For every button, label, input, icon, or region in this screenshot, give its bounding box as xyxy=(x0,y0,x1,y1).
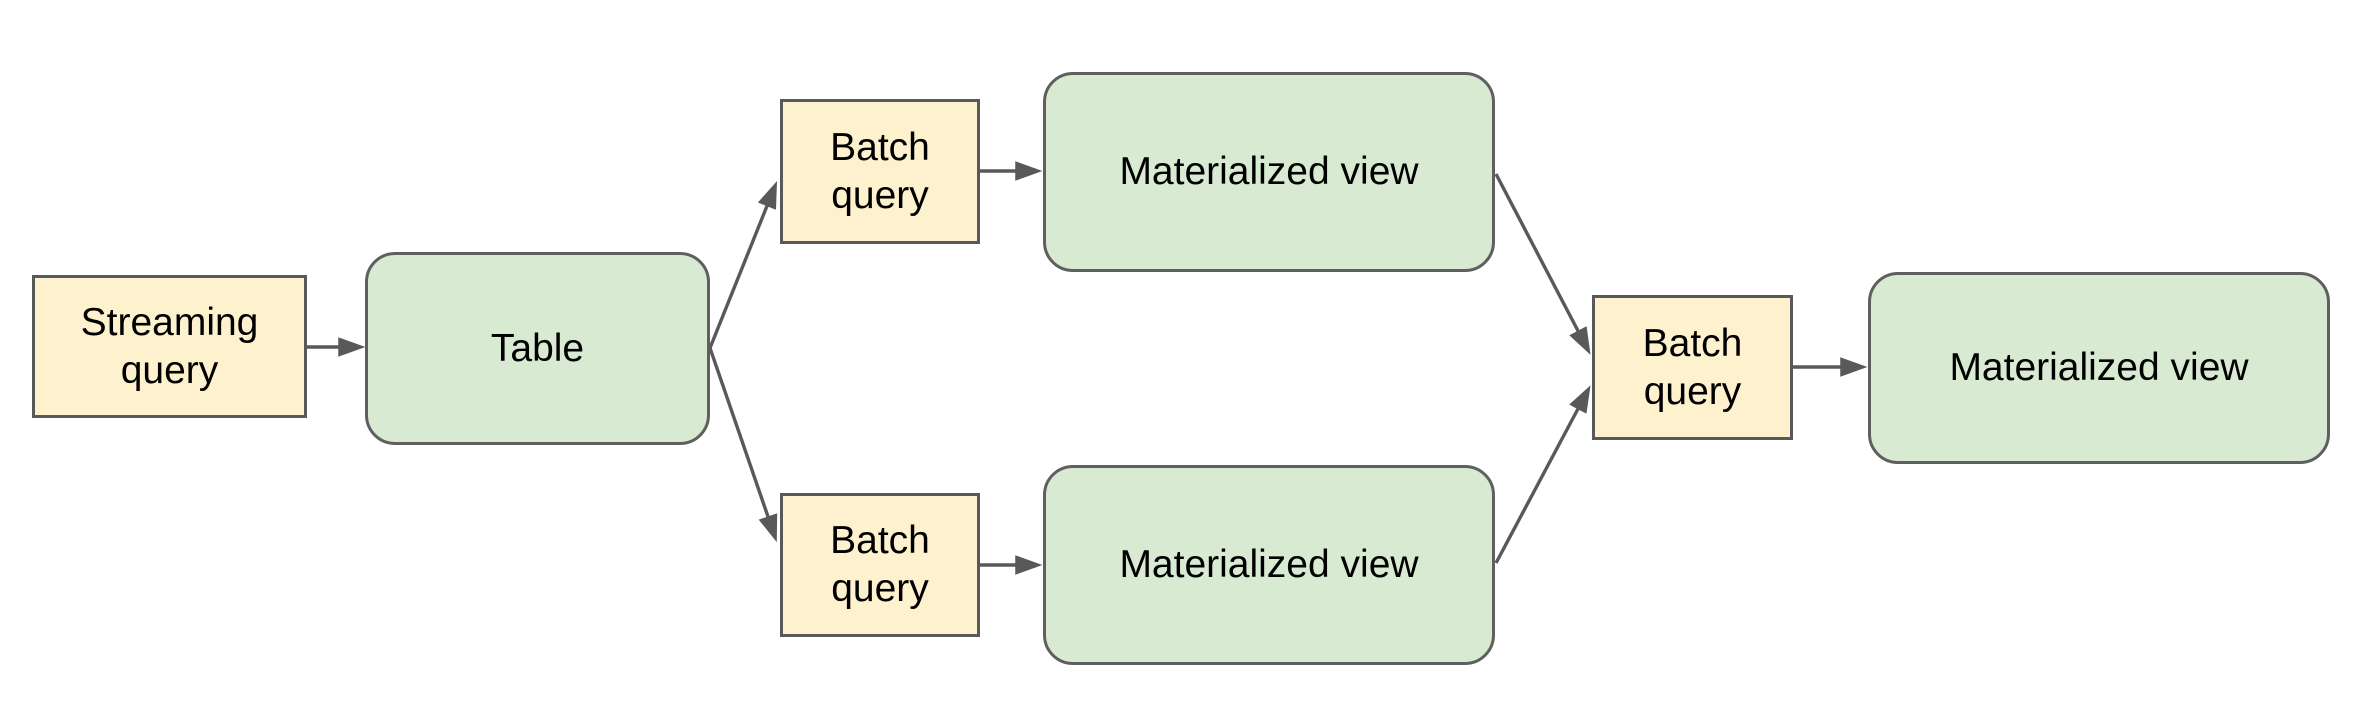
connector-materialized-view-top-to-batch-query-right xyxy=(1494,173,1591,355)
node-label: Batch query xyxy=(830,125,930,217)
node-batch-query-top: Batch query xyxy=(780,99,980,244)
node-label: Materialized view xyxy=(1119,150,1419,194)
node-materialized-view-top: Materialized view xyxy=(1043,72,1495,272)
node-materialized-view-bottom: Materialized view xyxy=(1043,465,1495,665)
node-table: Table xyxy=(365,252,710,445)
node-label: Materialized view xyxy=(1119,543,1419,587)
node-label: Table xyxy=(490,326,585,370)
node-label: Materialized view xyxy=(1949,346,2249,390)
node-materialized-view-final: Materialized view xyxy=(1868,272,2330,464)
connector-materialized-view-bottom-to-batch-query-right xyxy=(1494,385,1591,564)
node-label: Batch query xyxy=(830,519,930,610)
node-batch-query-bottom: Batch query xyxy=(780,493,980,637)
node-label: Streaming query xyxy=(80,300,259,392)
node-batch-query-right: Batch query xyxy=(1592,295,1793,440)
node-streaming-query: Streaming query xyxy=(32,275,307,418)
connector-table-to-batch-query-top xyxy=(708,180,778,349)
connector-table-to-batch-query-bottom xyxy=(708,347,778,543)
node-label: Batch query xyxy=(1642,321,1743,413)
